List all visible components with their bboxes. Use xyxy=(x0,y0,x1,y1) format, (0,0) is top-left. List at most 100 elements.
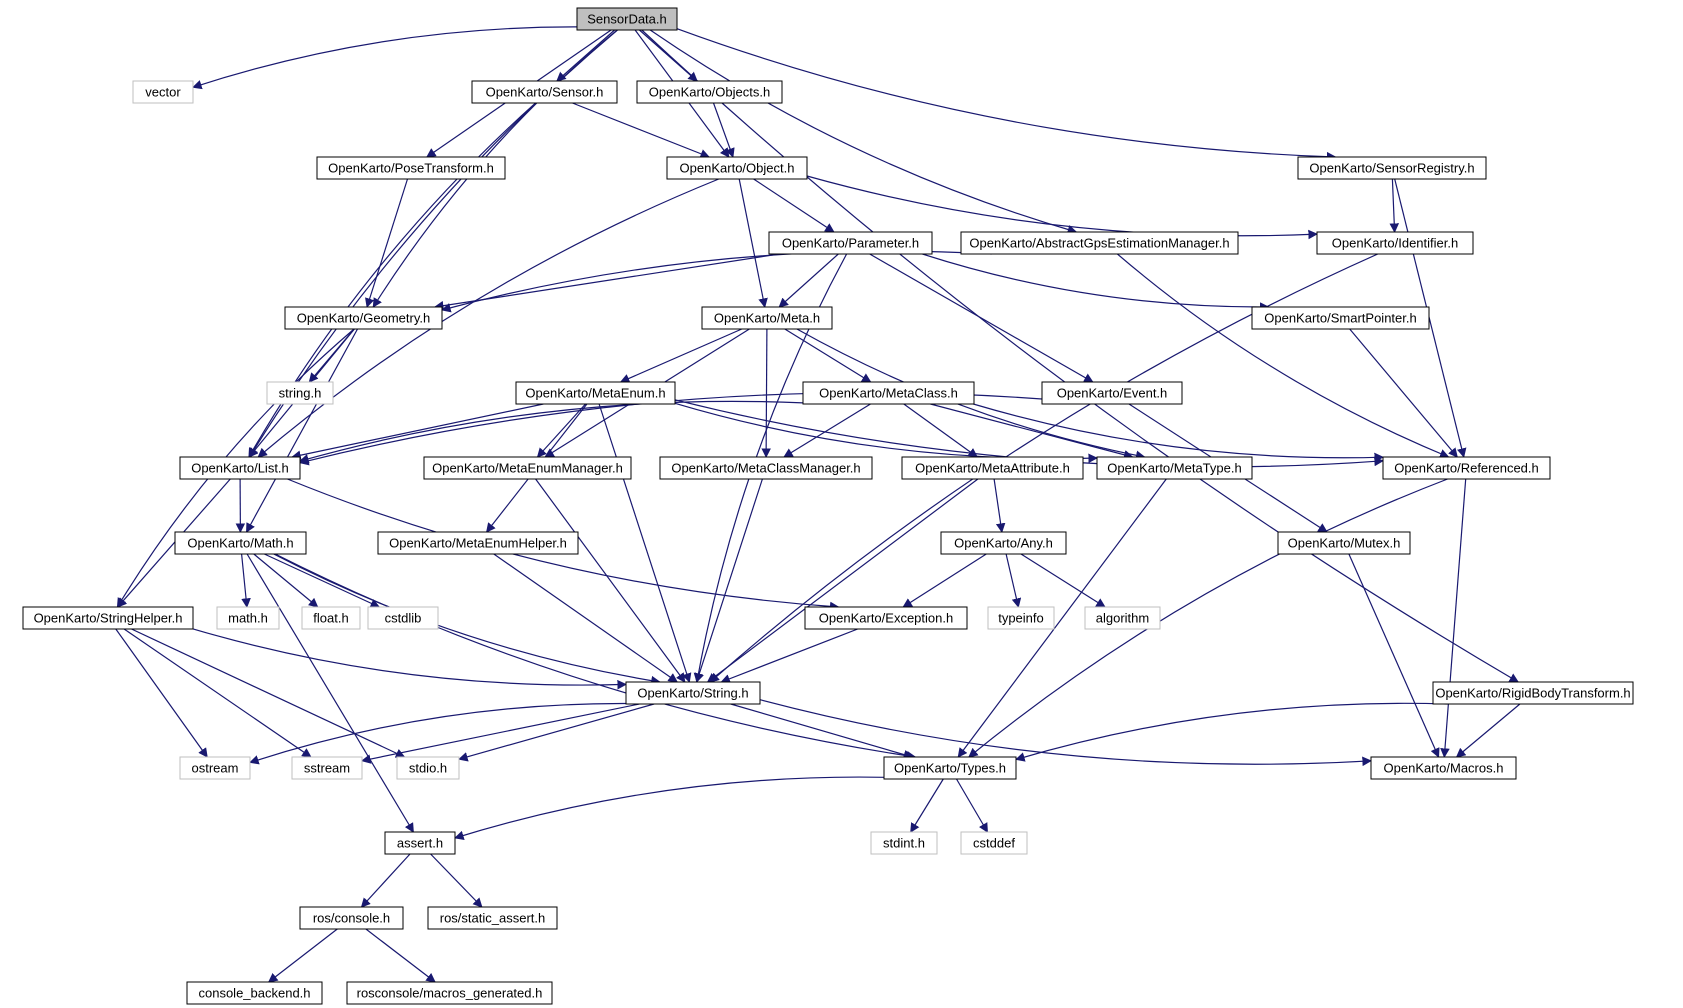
node-label: assert.h xyxy=(397,836,443,851)
edge-StringHelper-to-stdioh xyxy=(131,628,406,758)
node-box xyxy=(901,456,1084,480)
node-MetaClassManager[interactable]: OpenKarto/MetaClassManager.h xyxy=(659,456,873,480)
node-asserth[interactable]: assert.h xyxy=(384,831,456,855)
edge-RigidBody-to-Types xyxy=(1015,702,1448,762)
node-consolebackend[interactable]: console_backend.h xyxy=(186,981,323,1005)
node-box xyxy=(266,381,334,405)
node-Sensor[interactable]: OpenKarto/Sensor.h xyxy=(471,80,618,104)
node-Geometry[interactable]: OpenKarto/Geometry.h xyxy=(284,306,443,330)
node-Referenced[interactable]: OpenKarto/Referenced.h xyxy=(1382,456,1551,480)
node-macrosgen[interactable]: rosconsole/macros_generated.h xyxy=(346,981,553,1005)
node-label: OpenKarto/MetaClass.h xyxy=(819,386,958,401)
node-box xyxy=(1382,456,1551,480)
node-MetaEnumManager[interactable]: OpenKarto/MetaEnumManager.h xyxy=(423,456,632,480)
node-label: OpenKarto/AbstractGpsEstimationManager.h xyxy=(969,236,1229,251)
node-SmartPointer[interactable]: OpenKarto/SmartPointer.h xyxy=(1251,306,1430,330)
node-label: float.h xyxy=(313,611,348,626)
node-List[interactable]: OpenKarto/List.h xyxy=(179,456,301,480)
node-label: OpenKarto/String.h xyxy=(637,686,748,701)
node-label: OpenKarto/MetaEnum.h xyxy=(525,386,665,401)
edge-StringHelper-to-sstream xyxy=(123,628,312,758)
edge-Exception-to-String xyxy=(720,628,858,684)
node-box xyxy=(367,606,439,630)
edge-asserth-to-rosconsole xyxy=(360,853,411,908)
edge-MetaEnumManager-to-String xyxy=(535,478,686,683)
node-label: cstdlib xyxy=(385,611,422,626)
node-label: vector xyxy=(145,85,181,100)
edge-rosconsole-to-consolebackend xyxy=(267,928,338,983)
node-label: algorithm xyxy=(1096,611,1149,626)
edge-SensorData-to-vector xyxy=(192,26,578,90)
node-Math[interactable]: OpenKarto/Math.h xyxy=(174,531,307,555)
node-label: ros/console.h xyxy=(313,911,390,926)
edge-Objects-to-Object xyxy=(712,102,735,158)
node-box xyxy=(179,456,301,480)
edge-Object-to-Identifier xyxy=(806,175,1318,240)
node-Event[interactable]: OpenKarto/Event.h xyxy=(1041,381,1183,405)
node-Any[interactable]: OpenKarto/Any.h xyxy=(940,531,1067,555)
node-Macros[interactable]: OpenKarto/Macros.h xyxy=(1370,756,1517,780)
node-box xyxy=(1370,756,1517,780)
node-vector: vector xyxy=(132,80,194,104)
edge-Any-to-typeinfo xyxy=(1005,553,1022,608)
node-label: rosconsole/macros_generated.h xyxy=(357,986,543,1001)
node-MetaAttribute[interactable]: OpenKarto/MetaAttribute.h xyxy=(901,456,1084,480)
node-Objects[interactable]: OpenKarto/Objects.h xyxy=(636,80,783,104)
node-label: OpenKarto/Identifier.h xyxy=(1332,236,1458,251)
node-Identifier[interactable]: OpenKarto/Identifier.h xyxy=(1316,231,1474,255)
node-String[interactable]: OpenKarto/String.h xyxy=(625,681,761,705)
edge-StringHelper-to-String xyxy=(192,628,627,690)
node-label: OpenKarto/MetaType.h xyxy=(1107,461,1241,476)
node-MetaType[interactable]: OpenKarto/MetaType.h xyxy=(1096,456,1253,480)
node-label: console_backend.h xyxy=(198,986,310,1001)
node-label: OpenKarto/Sensor.h xyxy=(486,85,604,100)
node-box xyxy=(883,756,1017,780)
node-stdioh: stdio.h xyxy=(396,756,460,780)
node-Mutex[interactable]: OpenKarto/Mutex.h xyxy=(1277,531,1411,555)
node-box xyxy=(666,156,808,180)
node-box xyxy=(471,80,618,104)
node-label: SensorData.h xyxy=(587,12,667,27)
node-label: OpenKarto/MetaClassManager.h xyxy=(671,461,860,476)
node-rosstatic[interactable]: ros/static_assert.h xyxy=(427,906,558,930)
edge-Meta-to-MetaClass xyxy=(784,328,872,383)
node-box xyxy=(1251,306,1430,330)
node-box xyxy=(216,606,280,630)
node-box xyxy=(768,231,933,255)
node-box xyxy=(659,456,873,480)
node-label: OpenKarto/Parameter.h xyxy=(782,236,919,251)
node-mathh: math.h xyxy=(216,606,280,630)
node-label: OpenKarto/SensorRegistry.h xyxy=(1309,161,1474,176)
node-label: stdio.h xyxy=(409,761,447,776)
node-label: OpenKarto/Math.h xyxy=(187,536,293,551)
node-Object[interactable]: OpenKarto/Object.h xyxy=(666,156,808,180)
edge-StringHelper-to-ostream xyxy=(115,628,208,758)
node-box xyxy=(987,606,1055,630)
node-AbstractGps[interactable]: OpenKarto/AbstractGpsEstimationManager.h xyxy=(960,231,1239,255)
node-box xyxy=(377,531,579,555)
node-RigidBody[interactable]: OpenKarto/RigidBodyTransform.h xyxy=(1432,681,1634,705)
node-box xyxy=(515,381,676,405)
node-MetaEnumHelper[interactable]: OpenKarto/MetaEnumHelper.h xyxy=(377,531,579,555)
node-rosconsole[interactable]: ros/console.h xyxy=(299,906,404,930)
edge-String-to-stdioh xyxy=(458,703,655,762)
edge-AbstractGps-to-Geometry xyxy=(441,250,992,313)
node-Types[interactable]: OpenKarto/Types.h xyxy=(883,756,1017,780)
node-label: OpenKarto/Geometry.h xyxy=(297,311,430,326)
edge-PoseTransform-to-Geometry xyxy=(365,178,409,308)
node-MetaClass[interactable]: OpenKarto/MetaClass.h xyxy=(802,381,975,405)
node-PoseTransform[interactable]: OpenKarto/PoseTransform.h xyxy=(316,156,506,180)
node-StringHelper[interactable]: OpenKarto/StringHelper.h xyxy=(22,606,194,630)
node-box xyxy=(299,906,404,930)
node-label: stdint.h xyxy=(883,836,925,851)
edge-SensorData-to-RigidBody xyxy=(641,29,1520,683)
node-MetaEnum[interactable]: OpenKarto/MetaEnum.h xyxy=(515,381,676,405)
node-SensorData: SensorData.h xyxy=(576,7,678,31)
node-Meta[interactable]: OpenKarto/Meta.h xyxy=(701,306,833,330)
node-SensorRegistry[interactable]: OpenKarto/SensorRegistry.h xyxy=(1297,156,1487,180)
node-Exception[interactable]: OpenKarto/Exception.h xyxy=(804,606,968,630)
node-label: OpenKarto/Referenced.h xyxy=(1394,461,1539,476)
node-label: OpenKarto/Types.h xyxy=(894,761,1006,776)
node-Parameter[interactable]: OpenKarto/Parameter.h xyxy=(768,231,933,255)
edge-rosconsole-to-macrosgen xyxy=(365,928,436,983)
